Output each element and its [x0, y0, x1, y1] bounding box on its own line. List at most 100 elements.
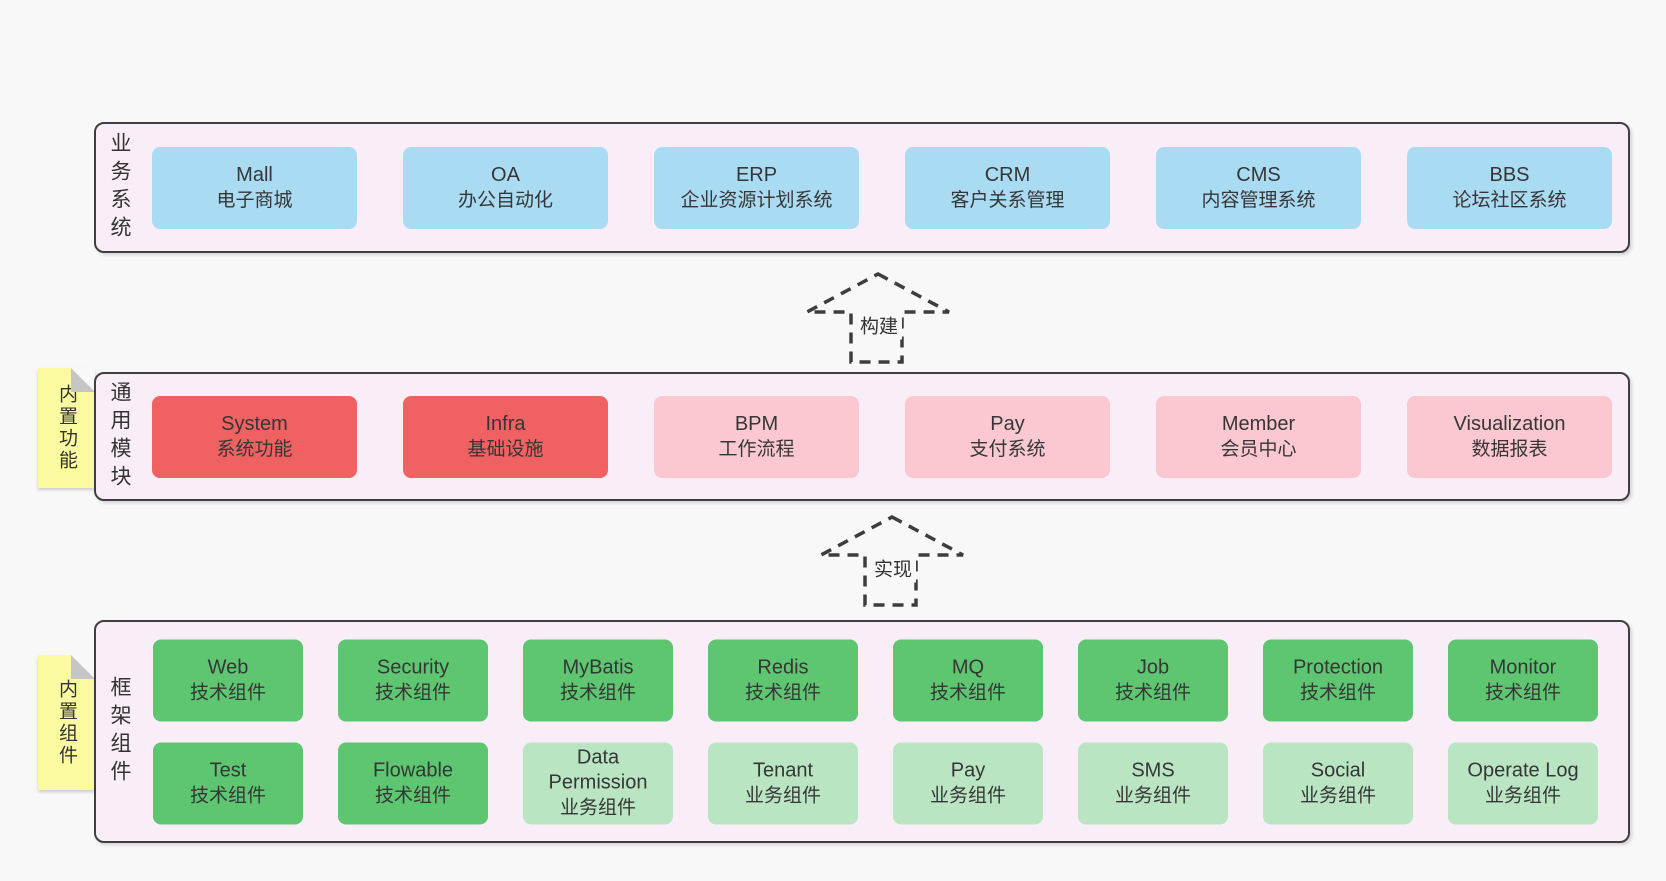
box-name: Social — [1310, 759, 1366, 781]
box-test: Test 技术组件 — [153, 742, 303, 824]
box-system: System 系统功能 — [152, 395, 357, 478]
box-bpm: BPM 工作流程 — [654, 395, 859, 478]
box-protection: Protection 技术组件 — [1263, 639, 1413, 721]
box-data-permission: Data Permission 业务组件 — [523, 742, 673, 824]
box-name: System — [221, 412, 288, 435]
implement-arrow: 实现 — [813, 511, 973, 611]
box-subtitle: 技术组件 — [189, 682, 266, 703]
box-mall: Mall 电子商城 — [152, 146, 357, 229]
box-row: System 系统功能 Infra 基础设施 BPM 工作流程 Pay 支付系统… — [152, 395, 1612, 478]
box-erp: ERP 企业资源计划系统 — [654, 146, 859, 229]
box-bbs: BBS 论坛社区系统 — [1407, 146, 1612, 229]
layer-title: 业务系统 — [108, 131, 131, 244]
box-job: Job 技术组件 — [1078, 639, 1228, 721]
box-cms: CMS 内容管理系统 — [1156, 146, 1361, 229]
box-oa: OA 办公自动化 — [403, 146, 608, 229]
box-name: Infra — [485, 412, 526, 435]
box-subtitle: 内容管理系统 — [1201, 189, 1316, 211]
box-infra: Infra 基础设施 — [403, 395, 608, 478]
layer-title: 框架组件 — [108, 675, 131, 788]
layer-business-systems: 业务系统 Mall 电子商城 OA 办公自动化 ERP 企业资源计划系统 CRM… — [94, 122, 1630, 253]
box-subtitle: 办公自动化 — [457, 189, 553, 211]
box-pay-component: Pay 业务组件 — [893, 742, 1043, 824]
box-row: Test 技术组件 Flowable 技术组件 Data Permission … — [153, 742, 1598, 824]
box-subtitle: 技术组件 — [559, 682, 636, 703]
box-subtitle: 系统功能 — [216, 438, 293, 460]
box-web: Web 技术组件 — [153, 639, 303, 721]
box-name: Test — [209, 759, 247, 781]
box-name: Security — [376, 656, 450, 678]
box-name: CRM — [984, 163, 1031, 186]
box-subtitle: 技术组件 — [1299, 682, 1376, 703]
box-subtitle: 业务组件 — [1114, 785, 1191, 806]
box-subtitle: 论坛社区系统 — [1452, 189, 1567, 211]
box-member: Member 会员中心 — [1156, 395, 1361, 478]
box-subtitle: 支付系统 — [969, 438, 1046, 460]
box-name: Data Permission — [548, 746, 648, 794]
box-flowable: Flowable 技术组件 — [338, 742, 488, 824]
box-subtitle: 技术组件 — [744, 682, 821, 703]
box-subtitle: 客户关系管理 — [950, 189, 1065, 211]
box-crm: CRM 客户关系管理 — [905, 146, 1110, 229]
box-name: Tenant — [752, 759, 814, 781]
sticky-note-built-in-functions: 内置功能 — [38, 368, 95, 488]
box-name: ERP — [735, 163, 778, 186]
box-name: Pay — [950, 759, 986, 781]
box-mybatis: MyBatis 技术组件 — [523, 639, 673, 721]
box-pay: Pay 支付系统 — [905, 395, 1110, 478]
box-subtitle: 业务组件 — [1484, 785, 1561, 806]
box-name: Visualization — [1453, 412, 1566, 435]
box-monitor: Monitor 技术组件 — [1448, 639, 1598, 721]
box-subtitle: 技术组件 — [1114, 682, 1191, 703]
box-name: Protection — [1292, 656, 1384, 678]
box-name: Web — [207, 656, 249, 678]
box-subtitle: 技术组件 — [374, 785, 451, 806]
box-name: BPM — [734, 412, 779, 435]
box-name: Mall — [236, 163, 273, 186]
box-name: MyBatis — [562, 656, 634, 678]
box-name: Member — [1221, 412, 1296, 435]
box-name: Pay — [990, 412, 1025, 435]
box-row: Mall 电子商城 OA 办公自动化 ERP 企业资源计划系统 CRM 客户关系… — [152, 146, 1612, 229]
box-tenant: Tenant 业务组件 — [708, 742, 858, 824]
box-rows: Web 技术组件 Security 技术组件 MyBatis 技术组件 Redi… — [153, 639, 1598, 824]
box-social: Social 业务组件 — [1263, 742, 1413, 824]
box-visualization: Visualization 数据报表 — [1407, 395, 1612, 478]
box-subtitle: 电子商城 — [216, 189, 293, 211]
box-mq: MQ 技术组件 — [893, 639, 1043, 721]
box-name: Job — [1136, 656, 1170, 678]
box-subtitle: 技术组件 — [1484, 682, 1561, 703]
box-security: Security 技术组件 — [338, 639, 488, 721]
box-row: Web 技术组件 Security 技术组件 MyBatis 技术组件 Redi… — [153, 639, 1598, 721]
sticky-note-label: 内置组件 — [56, 678, 77, 767]
box-name: SMS — [1131, 759, 1175, 781]
build-arrow: 构建 — [799, 268, 959, 368]
sticky-note-label: 内置功能 — [56, 384, 77, 472]
box-subtitle: 业务组件 — [929, 785, 1006, 806]
box-subtitle: 业务组件 — [744, 785, 821, 806]
layer-title: 通用模块 — [108, 380, 131, 493]
arrow-label: 构建 — [855, 310, 903, 340]
box-sms: SMS 业务组件 — [1078, 742, 1228, 824]
box-name: BBS — [1489, 163, 1530, 186]
box-subtitle: 技术组件 — [374, 682, 451, 703]
box-name: Flowable — [372, 759, 454, 781]
sticky-note-built-in-components: 内置组件 — [38, 655, 95, 790]
layer-framework-components: 框架组件 Web 技术组件 Security 技术组件 MyBatis 技术组件… — [94, 620, 1630, 843]
layer-common-modules: 通用模块 System 系统功能 Infra 基础设施 BPM 工作流程 Pay… — [94, 372, 1630, 501]
box-subtitle: 工作流程 — [718, 438, 795, 460]
box-name: Operate Log — [1467, 759, 1579, 781]
box-subtitle: 技术组件 — [189, 785, 266, 806]
box-subtitle: 会员中心 — [1220, 438, 1297, 460]
box-name: CMS — [1236, 163, 1281, 186]
box-redis: Redis 技术组件 — [708, 639, 858, 721]
box-name: OA — [491, 163, 520, 186]
box-name: Redis — [757, 656, 809, 678]
box-subtitle: 数据报表 — [1471, 438, 1548, 460]
box-subtitle: 企业资源计划系统 — [680, 189, 833, 211]
box-name: MQ — [951, 656, 985, 678]
box-name: Monitor — [1489, 656, 1557, 678]
box-subtitle: 技术组件 — [929, 682, 1006, 703]
box-operate-log: Operate Log 业务组件 — [1448, 742, 1598, 824]
box-subtitle: 业务组件 — [1299, 785, 1376, 806]
